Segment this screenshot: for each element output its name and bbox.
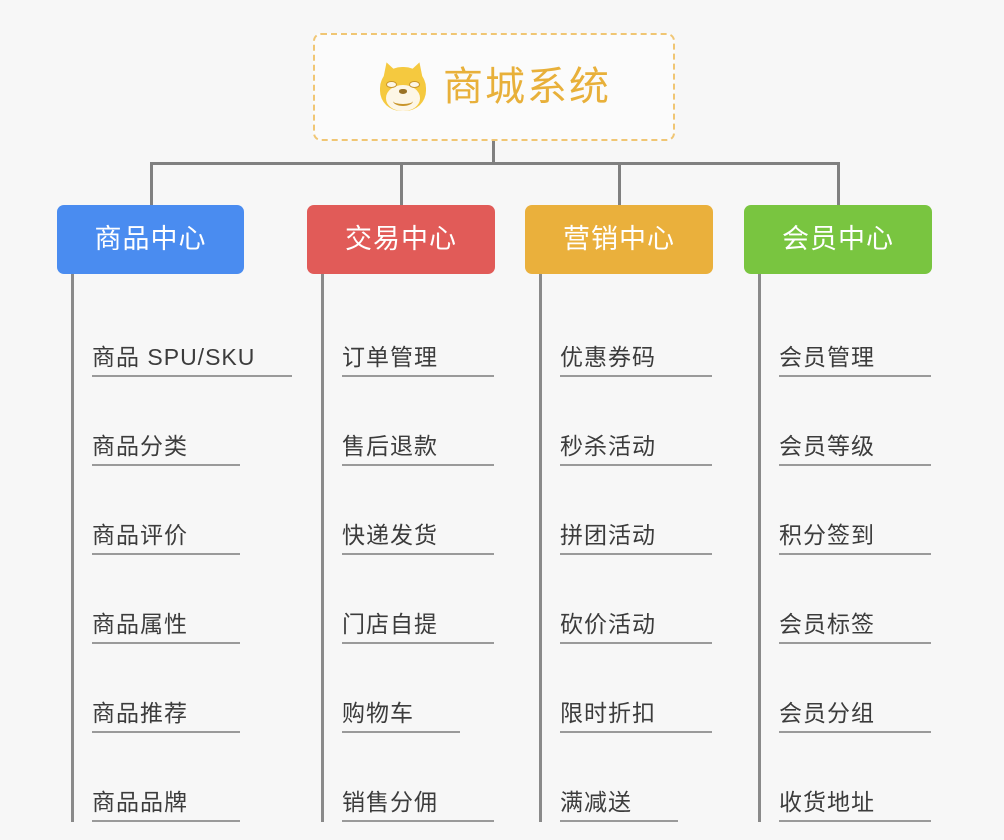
list-item[interactable]: 优惠券码 <box>560 288 712 377</box>
connector-stem <box>492 141 495 164</box>
branch-column-trade: 交易中心 订单管理 售后退款 快递发货 门店自提 购物车 销售分佣 <box>307 205 526 822</box>
list-item[interactable]: 秒杀活动 <box>560 377 712 466</box>
list-item[interactable]: 商品评价 <box>92 466 240 555</box>
connector-drop-3 <box>618 162 621 205</box>
branch-header-marketing[interactable]: 营销中心 <box>525 205 713 274</box>
list-item[interactable]: 拼团活动 <box>560 466 712 555</box>
list-item[interactable]: 销售分佣 <box>342 733 494 822</box>
connector-horizontal-bar <box>150 162 840 165</box>
branch-column-marketing: 营销中心 优惠券码 秒杀活动 拼团活动 砍价活动 限时折扣 满减送 <box>525 205 744 822</box>
list-item[interactable]: 限时折扣 <box>560 644 712 733</box>
list-item[interactable]: 门店自提 <box>342 555 494 644</box>
connector-drop-4 <box>837 162 840 205</box>
branch-header-trade[interactable]: 交易中心 <box>307 205 495 274</box>
list-item[interactable]: 会员等级 <box>779 377 931 466</box>
list-item[interactable]: 积分签到 <box>779 466 931 555</box>
list-item[interactable]: 收货地址 <box>779 733 931 822</box>
list-item[interactable]: 商品分类 <box>92 377 240 466</box>
list-item[interactable]: 快递发货 <box>342 466 494 555</box>
branch-column-product: 商品中心 商品 SPU/SKU 商品分类 商品评价 商品属性 商品推荐 商品品牌 <box>57 205 307 822</box>
connector-drop-2 <box>400 162 403 205</box>
list-item[interactable]: 砍价活动 <box>560 555 712 644</box>
branch-items-marketing: 优惠券码 秒杀活动 拼团活动 砍价活动 限时折扣 满减送 <box>539 274 720 822</box>
branch-items-member: 会员管理 会员等级 积分签到 会员标签 会员分组 收货地址 <box>758 274 939 822</box>
branch-items-product: 商品 SPU/SKU 商品分类 商品评价 商品属性 商品推荐 商品品牌 <box>71 274 292 822</box>
branch-header-product[interactable]: 商品中心 <box>57 205 244 274</box>
list-item[interactable]: 商品品牌 <box>92 733 240 822</box>
list-item[interactable]: 满减送 <box>560 733 678 822</box>
root-node[interactable]: 商城系统 <box>313 33 675 141</box>
list-item[interactable]: 订单管理 <box>342 288 494 377</box>
root-title: 商城系统 <box>443 65 611 109</box>
list-item[interactable]: 会员标签 <box>779 555 931 644</box>
branch-column-member: 会员中心 会员管理 会员等级 积分签到 会员标签 会员分组 收货地址 <box>744 205 963 822</box>
branch-header-member[interactable]: 会员中心 <box>744 205 932 274</box>
list-item[interactable]: 商品推荐 <box>92 644 240 733</box>
shiba-dog-icon <box>377 59 429 113</box>
list-item[interactable]: 商品属性 <box>92 555 240 644</box>
list-item[interactable]: 购物车 <box>342 644 460 733</box>
connector-drop-1 <box>150 162 153 205</box>
list-item[interactable]: 会员分组 <box>779 644 931 733</box>
list-item[interactable]: 会员管理 <box>779 288 931 377</box>
list-item[interactable]: 售后退款 <box>342 377 494 466</box>
list-item[interactable]: 商品 SPU/SKU <box>92 288 292 377</box>
branch-items-trade: 订单管理 售后退款 快递发货 门店自提 购物车 销售分佣 <box>321 274 502 822</box>
